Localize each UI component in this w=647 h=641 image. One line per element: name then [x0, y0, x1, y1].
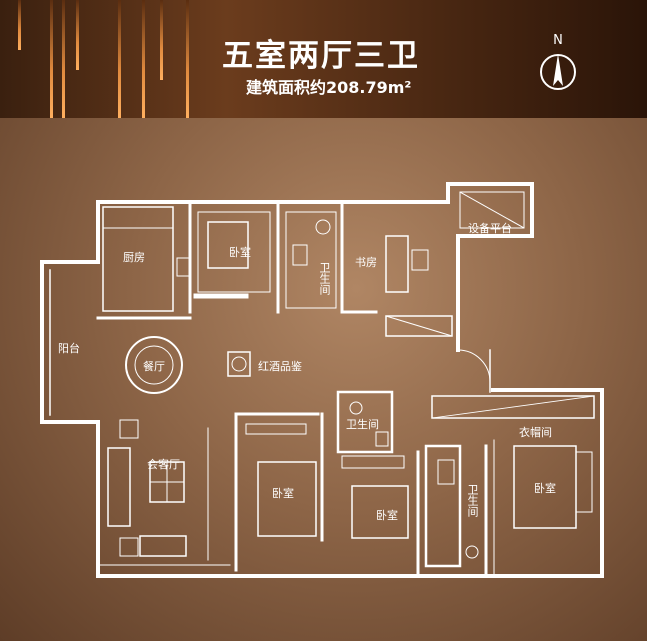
- decor-stripe: [160, 0, 163, 80]
- room-label-bedroom-top: 卧室: [229, 246, 251, 259]
- decor-stripe: [76, 0, 79, 70]
- header-banner: 五室两厅三卫 建筑面积约208.79m² N: [0, 0, 647, 118]
- room-label-dining: 餐厅: [143, 360, 165, 373]
- decor-stripe: [142, 0, 145, 118]
- room-label-bath-right: 卫生间: [466, 484, 479, 517]
- decor-stripe: [50, 0, 53, 118]
- room-label-bedroom-mid: 卧室: [272, 487, 294, 500]
- room-label-equipment: 设备平台: [468, 222, 512, 235]
- decor-stripe: [18, 0, 21, 50]
- room-label-bath-top: 卫生间: [318, 262, 331, 295]
- decor-stripe: [118, 0, 121, 118]
- room-label-kitchen: 厨房: [123, 251, 145, 264]
- room-label-bedroom-master: 卧室: [534, 482, 556, 495]
- room-label-balcony: 阳台: [58, 342, 80, 355]
- room-label-study: 书房: [355, 256, 377, 269]
- compass-letter: N: [553, 33, 563, 48]
- room-label-bath-mid: 卫生间: [346, 418, 379, 431]
- decor-stripe: [186, 0, 189, 118]
- room-label-wine: 红酒品鉴: [258, 360, 302, 373]
- decor-stripe: [62, 0, 65, 118]
- room-label-living: 会客厅: [147, 458, 180, 471]
- area-subtitle: 建筑面积约208.79m²: [246, 78, 412, 97]
- room-label-wardrobe: 衣帽间: [519, 426, 552, 439]
- compass-icon: N: [540, 33, 576, 90]
- page-title: 五室两厅三卫: [222, 38, 420, 74]
- room-label-bedroom-small: 卧室: [376, 509, 398, 522]
